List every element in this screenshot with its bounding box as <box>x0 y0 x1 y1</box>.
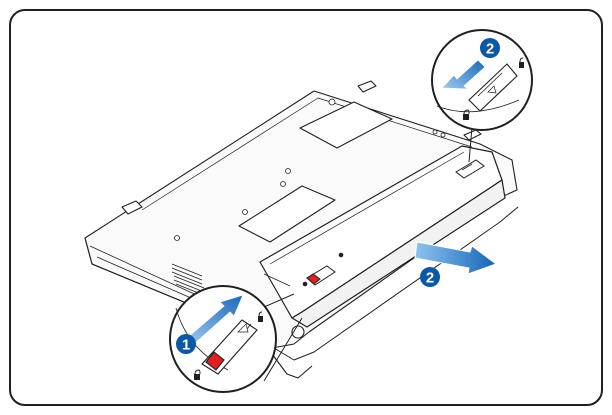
lock-icon <box>463 109 470 120</box>
callout-lock-latch <box>169 285 303 393</box>
step-badge-remove: 2 <box>420 267 440 287</box>
laptop-bottom <box>84 80 519 379</box>
battery-removal-illustration: 1 2 2 <box>84 29 533 393</box>
remove-battery-arrow <box>414 241 498 275</box>
svg-text:2: 2 <box>486 41 494 58</box>
battery-lock-latch <box>302 252 344 287</box>
callout-spring-latch <box>431 29 533 163</box>
unlock-latch-arrow <box>186 294 244 346</box>
diagram-frame: 1 2 2 <box>9 9 603 406</box>
hold-latch-arrow <box>441 59 486 90</box>
step-badge-hold: 2 <box>480 38 500 58</box>
lock-latch-closeup <box>201 319 258 375</box>
svg-text:2: 2 <box>426 270 434 287</box>
step-badge-unlock: 1 <box>176 334 196 354</box>
spring-latch-closeup <box>468 63 518 112</box>
unlock-icon <box>258 311 263 322</box>
battery-spring-latch <box>455 159 485 179</box>
unlock-icon <box>519 57 524 68</box>
lock-icon <box>194 369 201 380</box>
svg-text:1: 1 <box>182 337 190 354</box>
